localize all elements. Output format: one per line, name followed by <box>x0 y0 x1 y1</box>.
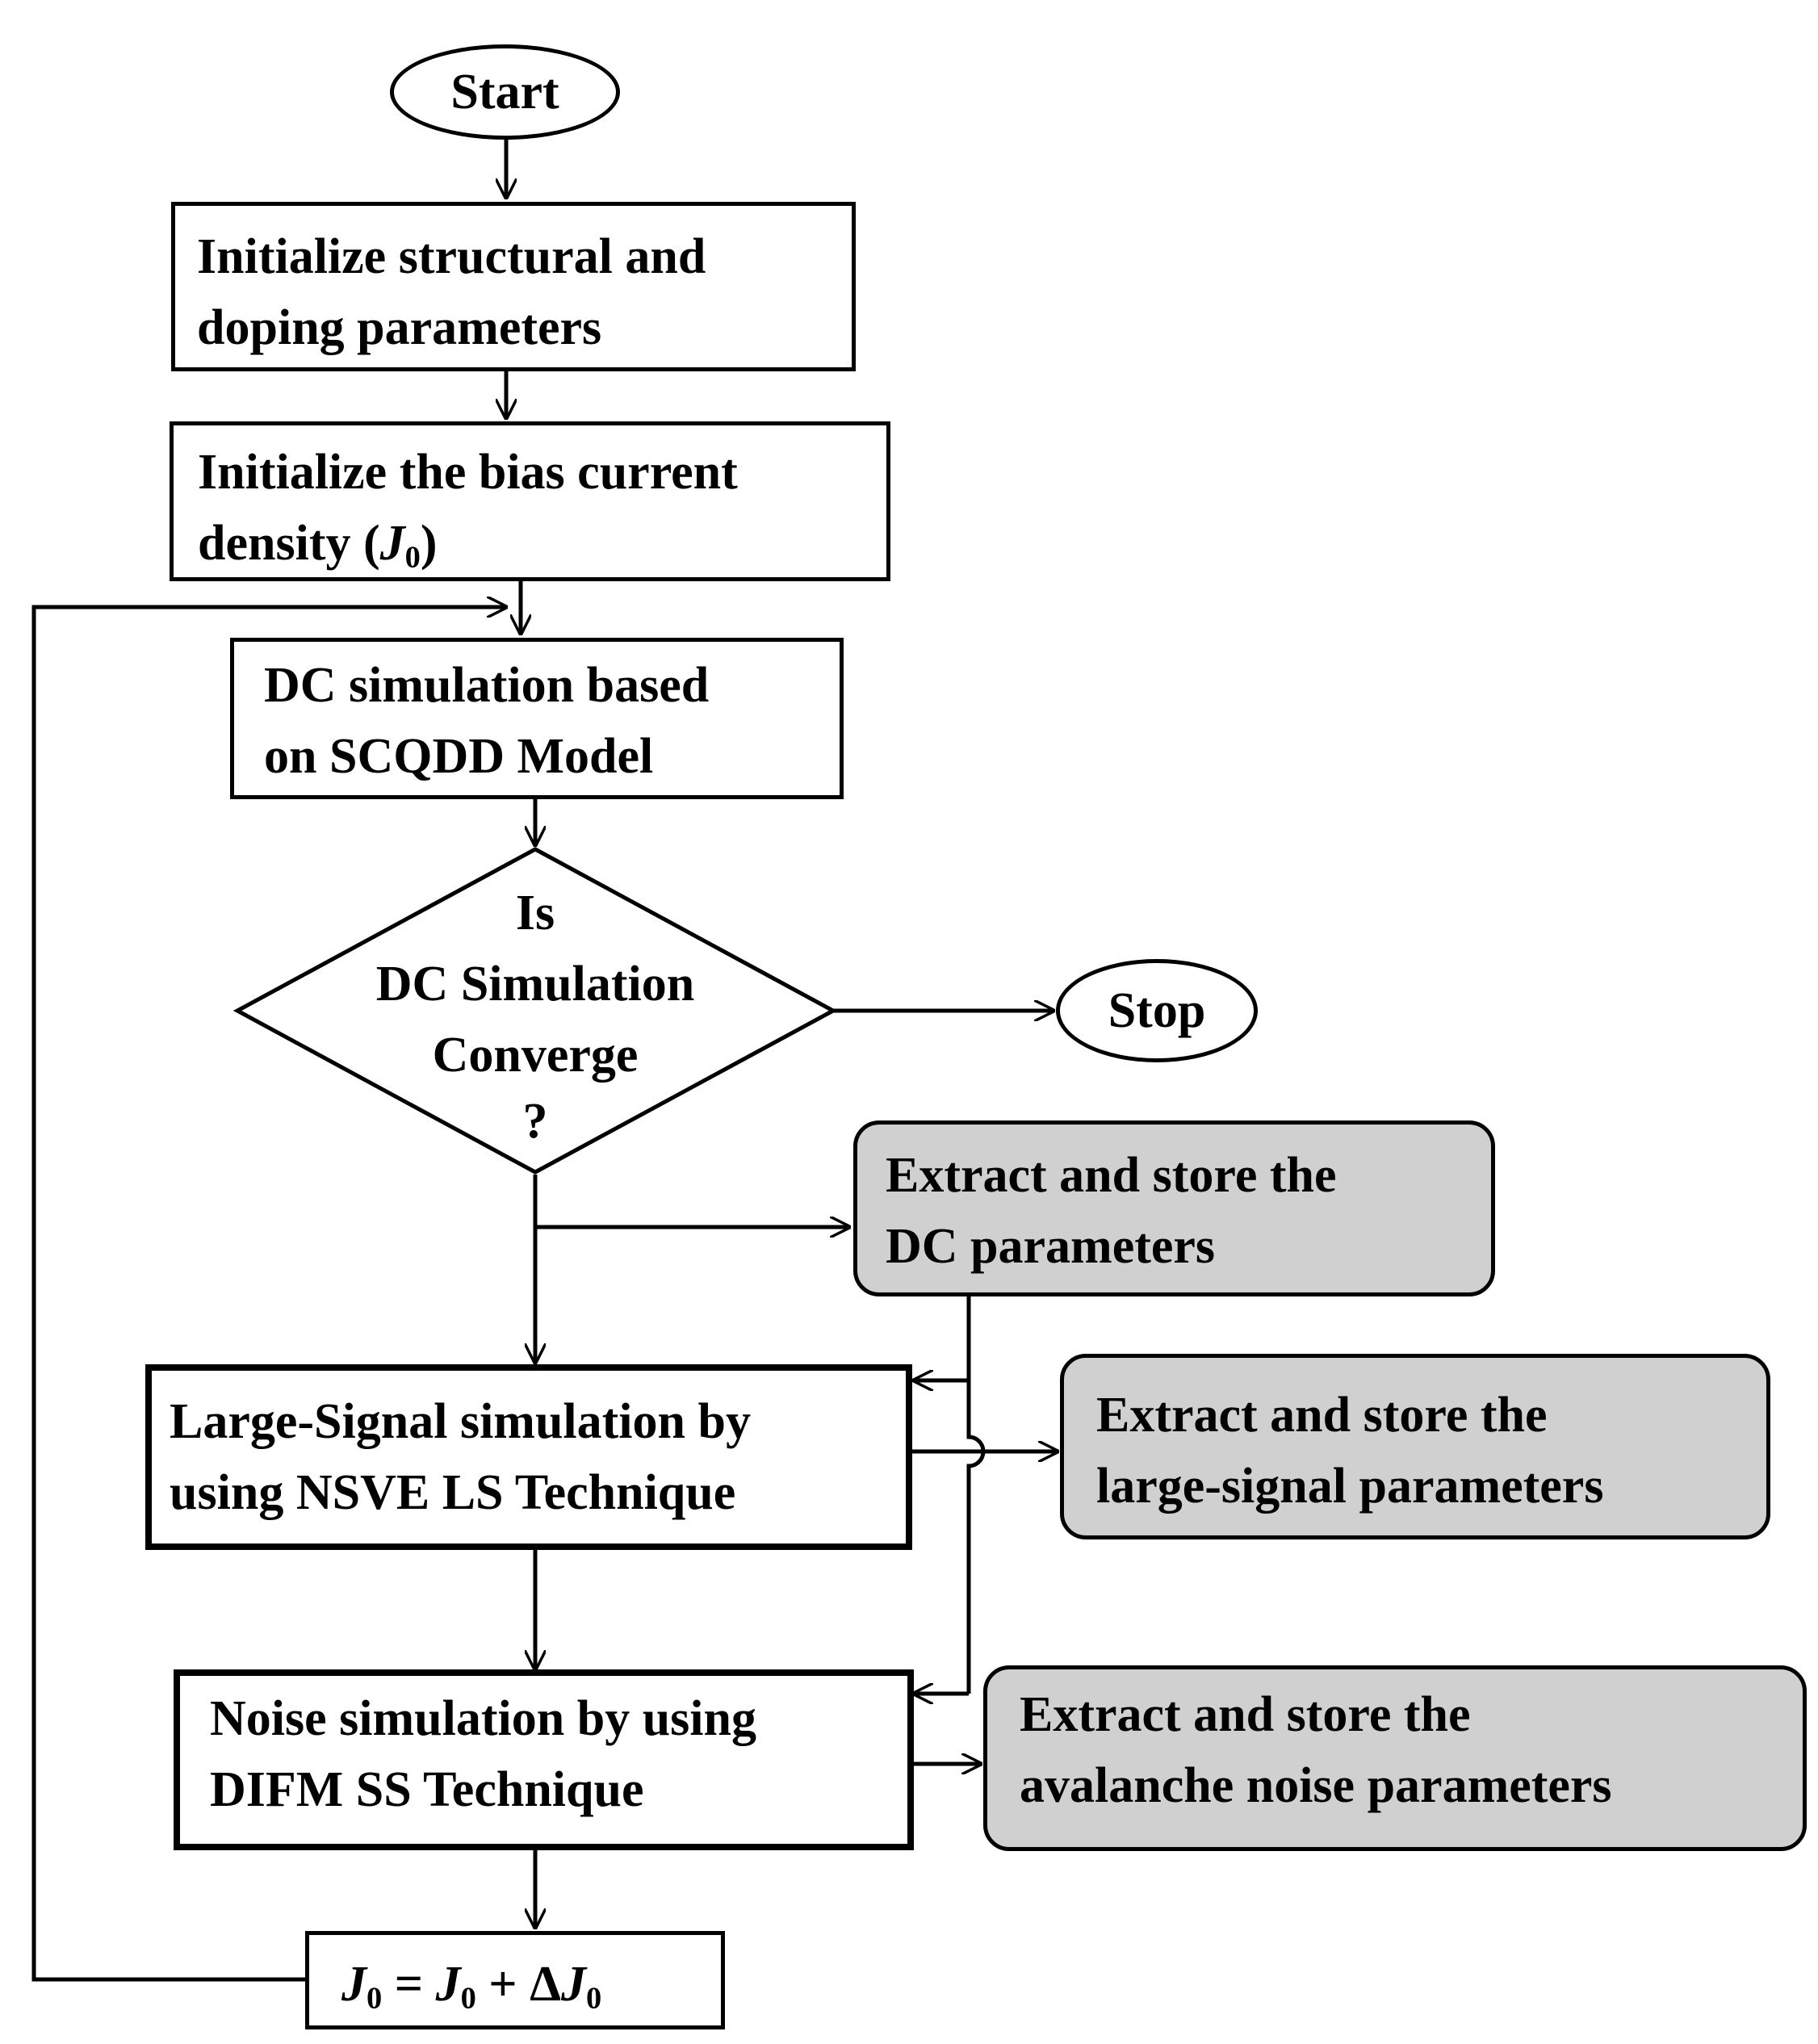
extract-noise-text: Extract and store the avalanche noise pa… <box>1020 1690 1612 1811</box>
large-signal-box: Large-Signal simulation by using NSVE LS… <box>145 1364 912 1550</box>
extract-dc-text: Extract and store the DC parameters <box>886 1150 1336 1271</box>
extract-noise-line1: Extract and store the <box>1020 1687 1471 1742</box>
large-signal-text: Large-Signal simulation by using NSVE LS… <box>170 1397 751 1518</box>
extract-ls-text: Extract and store the large-signal param… <box>1096 1390 1603 1511</box>
init-structural-text: Initialize structural and doping paramet… <box>197 232 706 353</box>
dc-simulation-box: DC simulation based on SCQDD Model <box>230 638 844 799</box>
extract-noise-box: Extract and store the avalanche noise pa… <box>983 1665 1807 1851</box>
extract-ls-line1: Extract and store the <box>1096 1388 1548 1443</box>
extract-dc-box: Extract and store the DC parameters <box>853 1120 1495 1296</box>
extract-dc-line2: DC parameters <box>886 1219 1216 1274</box>
eq-rhs-sub: 0 <box>460 1981 476 2016</box>
init-structural-line1: Initialize structural and <box>197 229 706 284</box>
large-signal-line1: Large-Signal simulation by <box>170 1394 751 1449</box>
eq-rhs-var: J <box>435 1957 461 2012</box>
noise-simulation-box: Noise simulation by using DIFM SS Techni… <box>174 1669 914 1850</box>
dc-simulation-line1: DC simulation based <box>264 658 710 713</box>
decision-line1: Is <box>515 886 555 940</box>
noise-simulation-line2: DIFM SS Technique <box>210 1762 644 1817</box>
init-bias-box: Initialize the bias current density (J0) <box>170 421 890 581</box>
extract-noise-line2: avalanche noise parameters <box>1020 1758 1612 1813</box>
dc-simulation-line2: on SCQDD Model <box>264 729 654 784</box>
loop-back-line <box>31 607 506 1982</box>
eq-plus: + <box>475 1957 530 2012</box>
init-bias-line1: Initialize the bias current <box>198 445 738 500</box>
init-bias-suffix: ) <box>420 516 438 571</box>
init-bias-text: Initialize the bias current density (J0) <box>198 447 738 573</box>
eq-equals: = <box>382 1957 436 2012</box>
noise-simulation-text: Noise simulation by using DIFM SS Techni… <box>210 1694 756 1815</box>
init-bias-line2: density (J0) <box>198 518 738 573</box>
extract-dc-line1: Extract and store the <box>886 1148 1337 1203</box>
decision-text: Is DC Simulation Converge ? <box>269 888 802 1146</box>
decision-line3: Converge <box>432 1028 639 1083</box>
increment-box: J0 = J0 + ΔJ0 <box>305 1931 725 2029</box>
extract-ls-line2: large-signal parameters <box>1096 1459 1604 1514</box>
increment-equation: J0 = J0 + ΔJ0 <box>341 1959 601 2014</box>
eq-delta: Δ <box>530 1957 561 2012</box>
init-structural-line2: doping parameters <box>197 300 602 355</box>
large-signal-line2: using NSVE LS Technique <box>170 1465 736 1520</box>
noise-simulation-line1: Noise simulation by using <box>210 1691 757 1746</box>
init-bias-prefix: density ( <box>198 516 380 571</box>
eq-delta-var: J <box>561 1957 586 2012</box>
stop-label: Stop <box>1108 983 1206 1038</box>
init-bias-sub: 0 <box>404 540 421 575</box>
eq-lhs-var: J <box>341 1957 367 2012</box>
eq-lhs-sub: 0 <box>367 1981 383 2016</box>
start-label: Start <box>450 65 559 119</box>
eq-delta-sub: 0 <box>586 1981 602 2016</box>
init-bias-var: J <box>379 516 405 571</box>
dc-simulation-text: DC simulation based on SCQDD Model <box>264 660 709 781</box>
init-structural-box: Initialize structural and doping paramet… <box>171 202 856 371</box>
decision-line4: ? <box>522 1094 548 1149</box>
stop-terminal: Stop <box>1056 959 1258 1062</box>
start-terminal: Start <box>390 44 620 140</box>
extract-ls-box: Extract and store the large-signal param… <box>1060 1354 1770 1539</box>
decision-line2: DC Simulation <box>375 957 695 1012</box>
